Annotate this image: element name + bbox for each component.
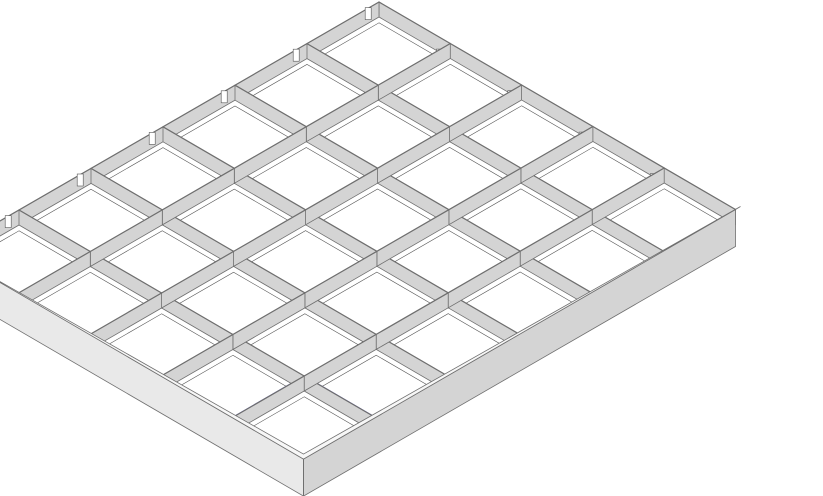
wall-segment-top bbox=[303, 333, 377, 377]
wall-segment-top bbox=[160, 333, 234, 377]
wall-segment bbox=[305, 167, 379, 226]
wall-segment-top bbox=[376, 209, 450, 252]
wall-segment bbox=[304, 250, 378, 309]
back-walls bbox=[0, 1, 736, 237]
wall-segment-top bbox=[305, 167, 378, 211]
wall-segment bbox=[232, 292, 306, 351]
wall-segment-top bbox=[304, 250, 378, 294]
wall-segment-top bbox=[305, 84, 379, 128]
wall-segment-top bbox=[591, 167, 665, 211]
wall-segment-top bbox=[89, 209, 163, 253]
wall-segment-top bbox=[162, 126, 235, 169]
wall-segment bbox=[447, 250, 521, 309]
wall-segment bbox=[233, 126, 307, 184]
door-icon bbox=[364, 7, 372, 20]
wall-segment bbox=[519, 208, 593, 267]
wall-segment-top bbox=[449, 84, 522, 128]
wall-segment bbox=[448, 167, 522, 226]
wall-segment bbox=[305, 84, 379, 143]
wall-segment bbox=[449, 84, 522, 143]
wall-segment bbox=[303, 333, 377, 392]
wall-segment-top bbox=[90, 167, 163, 211]
front-walls bbox=[0, 206, 741, 496]
wall-segment-top bbox=[377, 126, 450, 169]
door-icon bbox=[4, 215, 12, 228]
wall-segment bbox=[376, 209, 450, 267]
wall-segment-top bbox=[375, 292, 449, 335]
wall-segment-top bbox=[377, 42, 451, 86]
wall-segment bbox=[377, 42, 451, 101]
wall-segment-top bbox=[161, 167, 235, 211]
wall-segment bbox=[89, 209, 163, 268]
door-icon bbox=[292, 48, 300, 62]
wall-segment-top bbox=[519, 209, 593, 252]
inner-walls bbox=[17, 42, 665, 434]
wall-segment-top bbox=[17, 250, 91, 294]
wall-segment-top bbox=[306, 43, 379, 86]
wall-segment-top bbox=[233, 126, 307, 169]
wall-segment-top bbox=[447, 250, 521, 294]
wall-segment-top bbox=[520, 125, 594, 169]
wall-segment bbox=[591, 167, 665, 226]
wall-segment bbox=[161, 250, 235, 309]
back-wall-right-top bbox=[378, 1, 736, 211]
wall-segment-top bbox=[448, 167, 522, 211]
wall-segment-top bbox=[232, 292, 306, 336]
wall-segment-top bbox=[231, 375, 305, 419]
wall-segment-top bbox=[161, 250, 234, 294]
wall-segment bbox=[375, 292, 449, 351]
wall-segment-top bbox=[89, 292, 162, 336]
wall-segment bbox=[520, 125, 594, 184]
wall-segment bbox=[233, 209, 307, 268]
door-icon bbox=[76, 173, 84, 187]
wall-segment-top bbox=[18, 209, 91, 253]
door-icon bbox=[148, 132, 156, 145]
wall-segment-top bbox=[234, 84, 307, 128]
wall-segment bbox=[161, 167, 235, 226]
wall-segment bbox=[377, 125, 451, 184]
wall-segment-top bbox=[233, 209, 306, 252]
door-icon bbox=[220, 90, 228, 104]
